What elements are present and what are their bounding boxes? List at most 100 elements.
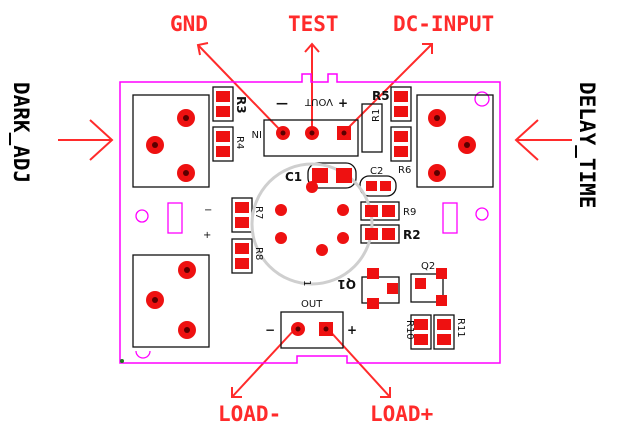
pad-hole [295,326,301,332]
pad-r9-2 [382,205,395,217]
pot-bottom-outline [132,254,210,348]
q1-outline [361,276,400,304]
pad-r4-1 [216,131,230,142]
ic-plus-label: + [203,230,211,241]
pad-q1-1 [367,268,379,279]
pad-ic-6 [275,232,287,244]
board-outline [119,73,501,364]
pad-q2-1 [415,278,426,289]
pad-hole [184,327,190,333]
c2-label: C2 [370,166,383,177]
dark-adj-label: DARK_ADJ [9,82,33,183]
ic-minus-label: − [204,205,212,216]
slot-right [442,202,458,234]
q2-outline [410,273,444,303]
pad-r3-2 [216,106,230,117]
gnd-arrow-line [197,44,284,134]
delay-time-arrowhead [514,119,539,161]
r11-label: R11 [455,318,466,338]
pad-q2-3 [436,295,447,306]
pad-hole [152,297,158,303]
dc-input-arrow-line [344,43,433,132]
r3-label: R3 [234,96,248,114]
pad-r2-1 [365,228,378,240]
slot-left [167,202,183,234]
pad-r8-2 [235,258,249,269]
pads [146,91,476,345]
pad-r6-1 [394,131,408,142]
pad-r8-1 [235,243,249,254]
pad-r9-1 [365,205,378,217]
r2-outline [360,224,400,244]
pad-r2-2 [382,228,395,240]
pad-hole [434,115,440,121]
out-plus-label: + [347,323,357,337]
vout-plus-label: + [338,96,348,110]
r6-label: R6 [398,165,411,176]
pad-ic-3 [337,232,349,244]
origin-marker [120,359,124,363]
pad-hole [341,130,347,136]
r9-outline [360,201,400,221]
load-plus-arrowhead [380,387,391,398]
pad-ic-1 [306,181,318,193]
silkscreen-outlines [132,86,494,350]
vout-label: VOUT [304,96,333,107]
r8-label: R8 [253,247,264,260]
pad-r10-1 [414,319,428,330]
q2-label: Q2 [421,261,435,272]
pad-r4-2 [216,146,230,157]
pad-hole [309,130,315,136]
r8-outline [231,238,253,274]
r10-outline [410,314,432,350]
ic-footprint-ring [250,162,374,286]
r3-outline [212,86,234,122]
c1-outline [307,162,357,189]
connector-input-outline [263,119,359,157]
test-label: TEST [288,12,339,36]
pad-r7-1 [235,202,249,213]
pad-c2-1 [366,181,377,191]
delay-time-label: DELAY_TIME [575,82,599,208]
pad-r5-1 [394,91,408,102]
pad-hole [183,170,189,176]
pad-ic-4 [316,244,328,256]
c1-label: C1 [285,170,302,184]
pad-hole [280,130,286,136]
r5-label: R5 [372,89,390,103]
dc-input-label: DC-INPUT [393,12,494,36]
pad-hole [152,142,158,148]
r6-outline [390,126,412,162]
pad-c2-2 [380,181,391,191]
load-minus-arrowhead [231,387,242,398]
load-minus-label: LOAD- [218,402,281,426]
pad-c1-1 [312,168,328,183]
out-minus-label: − [265,323,275,337]
pad-r6-2 [394,146,408,157]
silkscreen-text: R3 R4 R5 R6 R1 R7 R8 R9 R2 R10 R11 C1 C2… [203,89,466,340]
mount-hole-left [135,209,149,223]
gnd-arrowhead [196,42,209,56]
pad-hole [434,170,440,176]
out-label: OUT [301,299,323,310]
mount-hole-bottom-left [135,350,151,359]
connector-output-outline [280,311,344,349]
q1-label: Q1 [337,277,356,291]
r7-label: R7 [253,206,264,219]
pad-r5-2 [394,106,408,117]
pad-q2-2 [436,268,447,279]
pad-hole [184,267,190,273]
test-arrowhead [304,42,320,53]
r9-label: R9 [403,207,416,218]
r1-label: R1 [371,109,382,122]
pad-hole [464,142,470,148]
vout-minus-label: — [276,96,288,110]
r10-label: R10 [404,320,415,340]
in-label: IN [252,128,262,139]
r11-outline [433,314,455,350]
pad-r11-2 [437,334,451,345]
pad-r11-1 [437,319,451,330]
pad-hole [183,115,189,121]
pad-hole [323,326,329,332]
